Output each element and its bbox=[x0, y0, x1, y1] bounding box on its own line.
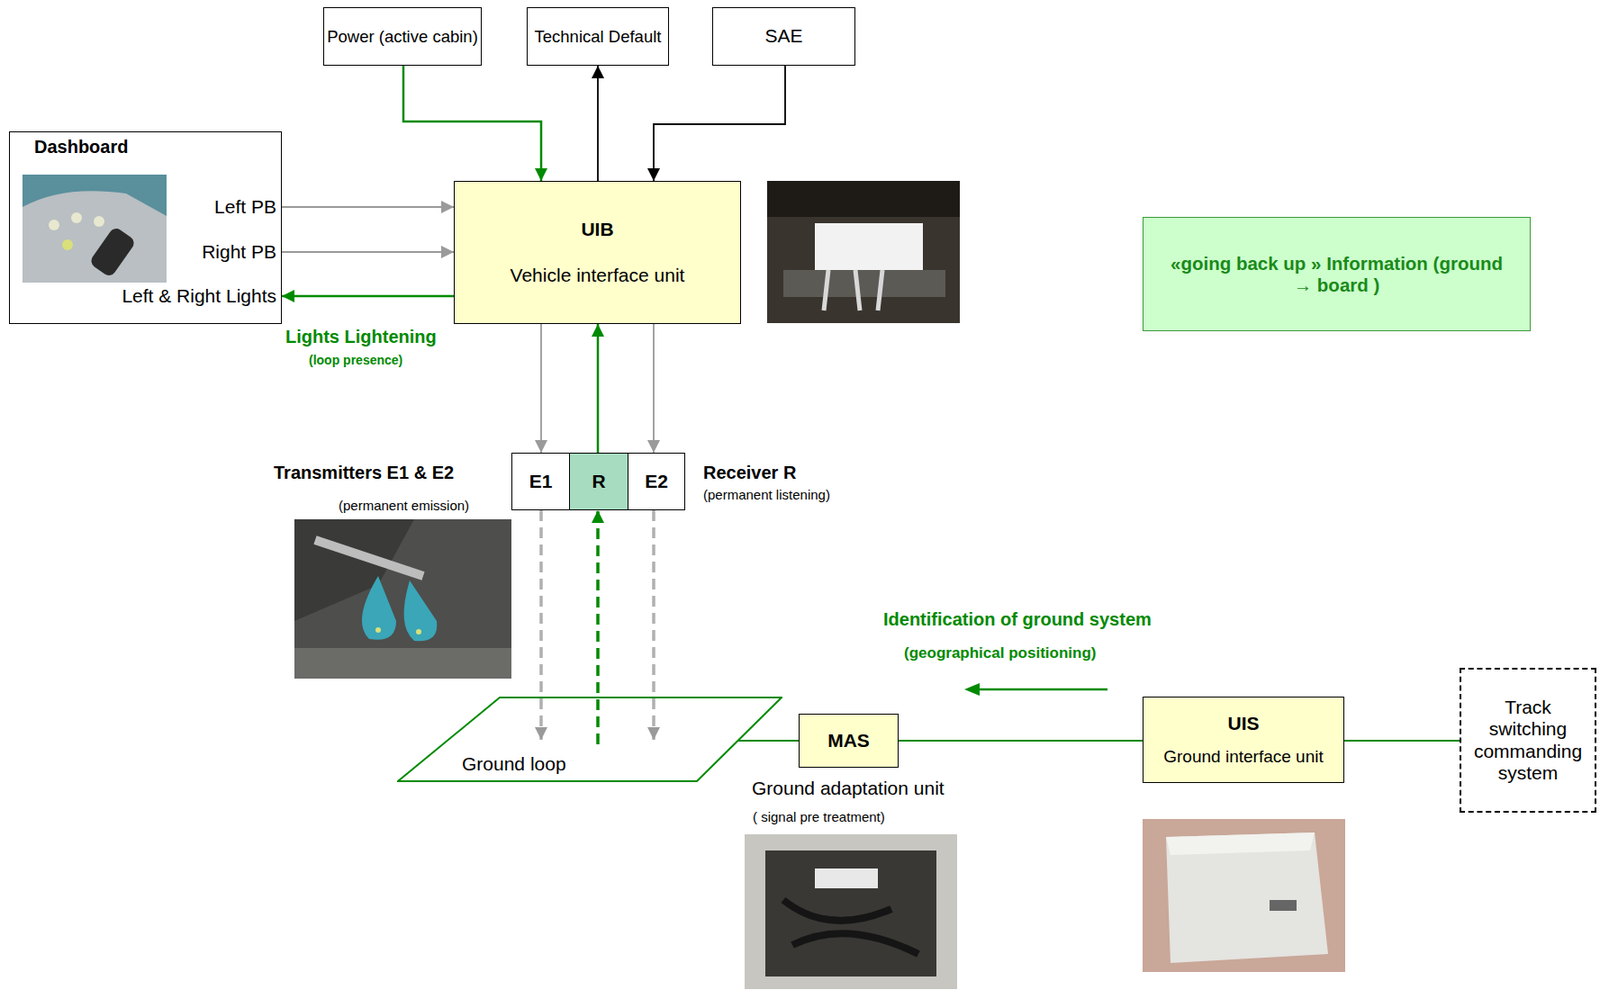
dashboard-panel: DashboardLeft PB Right PB Left & Right Lig… bbox=[9, 131, 282, 325]
dashboard-photo bbox=[22, 174, 167, 283]
node-text: Ground adaptation unit bbox=[751, 777, 945, 800]
connector bbox=[540, 324, 543, 453]
node-text: Left PB bbox=[214, 196, 277, 218]
ground-unit-box: UIS Ground interface unit bbox=[1142, 696, 1345, 784]
annotation-label: Receiver R bbox=[703, 462, 796, 484]
annotation-label: Transmitters E1 & E2 bbox=[273, 462, 454, 484]
receiver-box: R bbox=[569, 452, 629, 511]
connector bbox=[653, 65, 786, 181]
vehicle-unit-box: UIB Vehicle interface unit bbox=[453, 180, 742, 325]
connector bbox=[898, 740, 1143, 742]
connector bbox=[281, 206, 454, 208]
annotation-label: (permanent emission) bbox=[338, 497, 470, 514]
input-box: Power (active cabin) bbox=[323, 7, 482, 66]
node-text: Ground interface unit bbox=[1163, 747, 1323, 768]
output-box: Technical Default bbox=[526, 7, 669, 66]
node-text: E2 bbox=[644, 470, 669, 493]
external-system-box: Track switching commanding system bbox=[1459, 668, 1597, 814]
annotation-label: Lights Lightening bbox=[285, 326, 437, 348]
connector bbox=[596, 510, 600, 745]
uis-photo bbox=[1142, 819, 1346, 973]
connector bbox=[652, 324, 655, 453]
node-text: Vehicle interface unit bbox=[510, 264, 686, 287]
node-text: Dashboard bbox=[34, 136, 128, 158]
node-text: UIS bbox=[1227, 713, 1259, 735]
transmitter-box: E1 bbox=[511, 452, 570, 511]
info-box: «going back up » Information (ground → b… bbox=[1142, 216, 1531, 332]
connector bbox=[738, 740, 799, 742]
node-text: UIB bbox=[580, 218, 614, 241]
connector bbox=[596, 324, 600, 453]
node-text: Ground loop bbox=[461, 753, 567, 776]
loop-shape bbox=[397, 697, 782, 782]
connector bbox=[281, 251, 454, 254]
node-text: E1 bbox=[529, 470, 553, 493]
ground-loop: Ground loop bbox=[397, 696, 783, 783]
transmitter-photo bbox=[294, 519, 512, 679]
connector bbox=[281, 295, 454, 299]
connector bbox=[596, 65, 599, 181]
node-text: SAE bbox=[764, 25, 803, 47]
node-text: Power (active cabin) bbox=[326, 27, 479, 46]
node-text: ( signal pre treatment) bbox=[752, 809, 886, 825]
node-text: «going back up » Information (ground → b… bbox=[1159, 253, 1514, 296]
annotation-label: Identification of ground system bbox=[883, 609, 1152, 631]
node-text: Technical Default bbox=[534, 27, 662, 46]
arrow-head bbox=[964, 683, 980, 697]
node-text: Left & Right Lights bbox=[121, 285, 277, 308]
annotation-label: (loop presence) bbox=[308, 352, 403, 368]
direction-arrow bbox=[976, 688, 1108, 692]
adaptation-box: MASGround adaptation unit( signal pre tr… bbox=[798, 714, 899, 769]
node-text: R bbox=[591, 470, 606, 493]
annotation-label: (permanent listening) bbox=[703, 487, 831, 503]
annotation-label: (geographical positioning) bbox=[903, 644, 1096, 663]
node-text: Right PB bbox=[201, 241, 277, 263]
connector bbox=[539, 510, 543, 741]
input-box: SAE bbox=[712, 7, 856, 66]
node-text: MAS bbox=[827, 730, 870, 752]
mas-photo bbox=[744, 834, 958, 990]
connector bbox=[1344, 740, 1460, 742]
connector bbox=[403, 65, 542, 181]
uib-photo bbox=[767, 180, 960, 324]
connector bbox=[651, 510, 656, 741]
transmitter-box: E2 bbox=[627, 452, 686, 511]
loop-outline bbox=[397, 696, 783, 783]
node-text: Track switching commanding system bbox=[1466, 696, 1590, 785]
